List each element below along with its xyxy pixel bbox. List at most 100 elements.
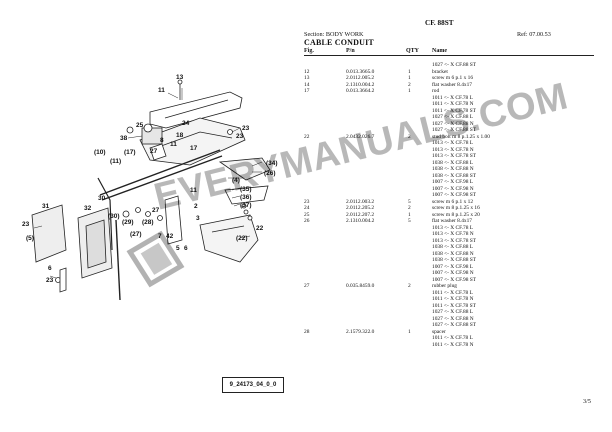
table-row: 1013 <- X CF.78 L — [304, 140, 594, 147]
row-qty: 2 — [408, 133, 411, 140]
row-qty: 5 — [408, 198, 411, 205]
table-row: 28 2.1579.322.0 1 spacer — [304, 329, 594, 336]
row-fig: 17 — [304, 88, 310, 94]
callout-23b: 23 — [236, 133, 244, 140]
ref-label: Ref: 07.00.53 — [517, 31, 551, 38]
row-name: rubber plug — [432, 283, 458, 289]
row-name: 1013 <- X CF.78 ST — [432, 237, 477, 244]
table-row: 1013 <- X CF.78 ST — [304, 238, 594, 245]
table-row: 1038 <- X CF.88 N — [304, 251, 594, 258]
callout-11: 11 — [158, 87, 165, 94]
table-row: 1007 <- X CF.98 N — [304, 186, 594, 193]
table-row: 1013 <- X CF.78 N — [304, 231, 594, 238]
table-row: 1007 <- X CF.98 L — [304, 264, 594, 271]
callout-6b: 6 — [48, 265, 52, 272]
row-name: 1013 <- X CF.78 ST — [432, 153, 477, 159]
callout-28: (28) — [142, 219, 154, 226]
row-name: 1013 <- X CF.78 N — [432, 231, 474, 237]
callout-23d: 23 — [46, 277, 54, 284]
callout-13: 13 — [176, 74, 184, 81]
callout-35: (35) — [240, 186, 252, 193]
row-fig: 22 — [304, 133, 310, 140]
callout-30: 30 — [98, 195, 106, 202]
table-row: 1038 <- X CF.88 L — [304, 160, 594, 167]
column-header-name: Name — [432, 48, 447, 54]
row-part-number: 2.1310.004.2 — [346, 218, 375, 224]
row-name: 1027 <- X CF.88 L — [432, 114, 474, 120]
page-title: CABLE CONDUIT — [304, 38, 374, 47]
callout-22: (22) — [236, 235, 248, 242]
callout-24: 24 — [182, 120, 190, 127]
table-row: 1011 <- X CF.78 N — [304, 342, 594, 349]
row-name: 1007 <- X CF.98 L — [432, 263, 474, 270]
row-name: 1007 <- X CF.98 N — [432, 270, 474, 276]
table-row: 1013 <- X CF.78 L — [304, 225, 594, 232]
row-part-number: 2.0112.207.2 — [346, 211, 375, 218]
row-fig: 26 — [304, 218, 310, 224]
callout-17b: (17) — [124, 149, 136, 156]
row-name: 1011 <- X CF.78 L — [432, 289, 473, 296]
row-name: 1027 <- X CF.88 ST — [432, 127, 477, 133]
drawing-code: 9_24173_04_0_0 — [222, 377, 284, 393]
row-fig: 25 — [304, 211, 310, 218]
row-name: 1027 <- X CF.88 N — [432, 120, 474, 127]
row-name: 1038 <- X CF.88 L — [432, 244, 474, 250]
row-name: 1013 <- X CF.78 L — [432, 224, 474, 231]
table-row: 1011 <- X CF.78 N — [304, 296, 594, 303]
callout-5: 5 — [176, 245, 180, 252]
row-part-number: 2.1579.322.0 — [346, 328, 375, 335]
row-name: 1007 <- X CF.98 ST — [432, 192, 477, 198]
row-name: 1011 <- X CF.78 ST — [432, 107, 476, 114]
callout-17: 17 — [190, 145, 198, 152]
callout-29: (29) — [122, 219, 134, 226]
table-row: 1011 <- X CF.78 N — [304, 101, 594, 108]
row-name: 1007 <- X CF.98 ST — [432, 276, 477, 283]
table-row: 1007 <- X CF.98 L — [304, 179, 594, 186]
row-part-number: 2.0112.205.2 — [346, 205, 375, 211]
row-qty: 2 — [408, 205, 411, 211]
row-name: rod — [432, 88, 440, 94]
callout-37: (37) — [240, 202, 252, 209]
row-qty: 1 — [408, 75, 411, 81]
row-fig: 28 — [304, 328, 310, 335]
row-name: 1011 <- X CF.78 ST — [432, 302, 476, 309]
callout-25: 25 — [136, 122, 144, 129]
callout-34: (34) — [266, 160, 278, 167]
model-title: CF. 88ST — [425, 19, 454, 27]
row-fig: 27 — [304, 283, 310, 289]
header-divider — [304, 55, 594, 56]
callout-26: (26) — [264, 170, 276, 177]
callout-18: 18 — [176, 132, 184, 139]
row-fig: 24 — [304, 205, 310, 211]
row-part-number: 2.0112.005.2 — [346, 75, 375, 81]
table-row: 1038 <- X CF.88 ST — [304, 173, 594, 180]
row-qty: 1 — [408, 88, 411, 94]
row-qty: 2 — [408, 81, 411, 88]
table-row: 1011 <- X CF.78 L — [304, 290, 594, 297]
table-row: 1038 <- X CF.88 N — [304, 166, 594, 173]
row-name: stud bolt m 8 p.1.25 x 1.00 — [432, 133, 490, 140]
row-name: screw m 6 p.1 x 12 — [432, 198, 474, 205]
row-fig: 14 — [304, 81, 310, 88]
row-name: 1011 <- X CF.78 N — [432, 296, 474, 302]
row-part-number: 2.1310.004.2 — [346, 81, 375, 88]
callout-32: 32 — [84, 205, 92, 212]
row-qty: 5 — [408, 218, 411, 224]
callout-31: 31 — [42, 203, 50, 210]
table-row: 1027 <- X CF.88 L — [304, 114, 594, 121]
row-name: 1011 <- X CF.78 N — [432, 101, 474, 107]
table-row: 1027 <- X CF.88 ST — [304, 322, 594, 329]
row-name: 1011 <- X CF.78 L — [432, 335, 473, 341]
row-qty: 1 — [408, 68, 411, 75]
row-name: 1007 <- X CF.98 L — [432, 179, 474, 185]
row-qty: 1 — [408, 328, 411, 335]
table-row: 1007 <- X CF.98 N — [304, 270, 594, 277]
row-name: spacer — [432, 328, 446, 335]
row-name: 1013 <- X CF.78 N — [432, 146, 474, 153]
